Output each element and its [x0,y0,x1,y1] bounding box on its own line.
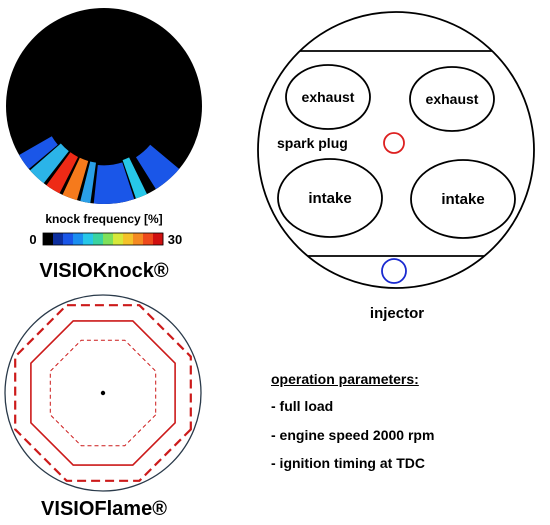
intake-valve-right [410,159,516,239]
colorbar-swatch [63,233,74,245]
spark-plug-label: spark plug [277,135,348,151]
flame-boundary-circle [4,294,202,492]
knock-title: VISIOKnock® [39,260,168,282]
colorbar-swatch [103,233,114,245]
injector-marker [381,258,407,284]
colorbar-swatch [123,233,134,245]
exhaust-valve-left [285,64,371,130]
knock-hotspot-segment [93,162,137,204]
knock-hotspot-segment [42,152,78,199]
flame-front-middle [30,320,176,466]
colorbar-swatch [113,233,124,245]
parameter-ignition-timing: - ignition timing at TDC [271,455,425,471]
flame-title: VISIOFlame® [41,498,167,520]
ignition-point [100,390,106,396]
colorbar-swatch [73,233,84,245]
knock-scale-min: 0 [29,232,36,247]
colorbar-swatch [133,233,144,245]
knock-hotspot-segment [13,136,58,173]
spark-plug-marker [383,132,405,154]
parameter-engine-speed: - engine speed 2000 rpm [271,427,435,443]
intake-valve-left [277,158,383,238]
knock-hotspot-segment [78,161,96,204]
parameter-full-load: - full load [271,398,334,414]
flame-front-inner [49,339,157,447]
colorbar-swatch [53,233,64,245]
knock-colorbar [42,232,164,246]
exhaust-valve-right [409,66,495,132]
exhaust-left-label: exhaust [302,89,355,105]
intake-left-label: intake [308,190,351,207]
knock-hotspot-segment [122,157,150,204]
exhaust-right-label: exhaust [426,91,479,107]
flame-front-outer [14,304,192,482]
knock-figure: knock frequency [%] 0 30 VISIOKnock® [6,8,202,282]
colorbar-frame [42,232,164,246]
knock-colorbar-label: knock frequency [%] [45,212,162,226]
intake-right-label: intake [441,191,484,208]
knock-hotspot-segment [25,143,69,188]
colorbar-swatch [153,233,164,245]
knock-scale-max: 30 [168,232,182,247]
colorbar-swatch [83,233,94,245]
colorbar-swatch [43,233,54,245]
injector-label: injector [370,305,424,322]
colorbar-swatch [93,233,104,245]
operation-parameters-title: operation parameters: [271,371,419,387]
colorbar-swatch [143,233,154,245]
cylinder-head-diagram: exhaust exhaust spark plug intake intake… [257,11,535,322]
knock-hotspot-segment [60,157,89,204]
flame-figure: VISIOFlame® [4,294,202,520]
